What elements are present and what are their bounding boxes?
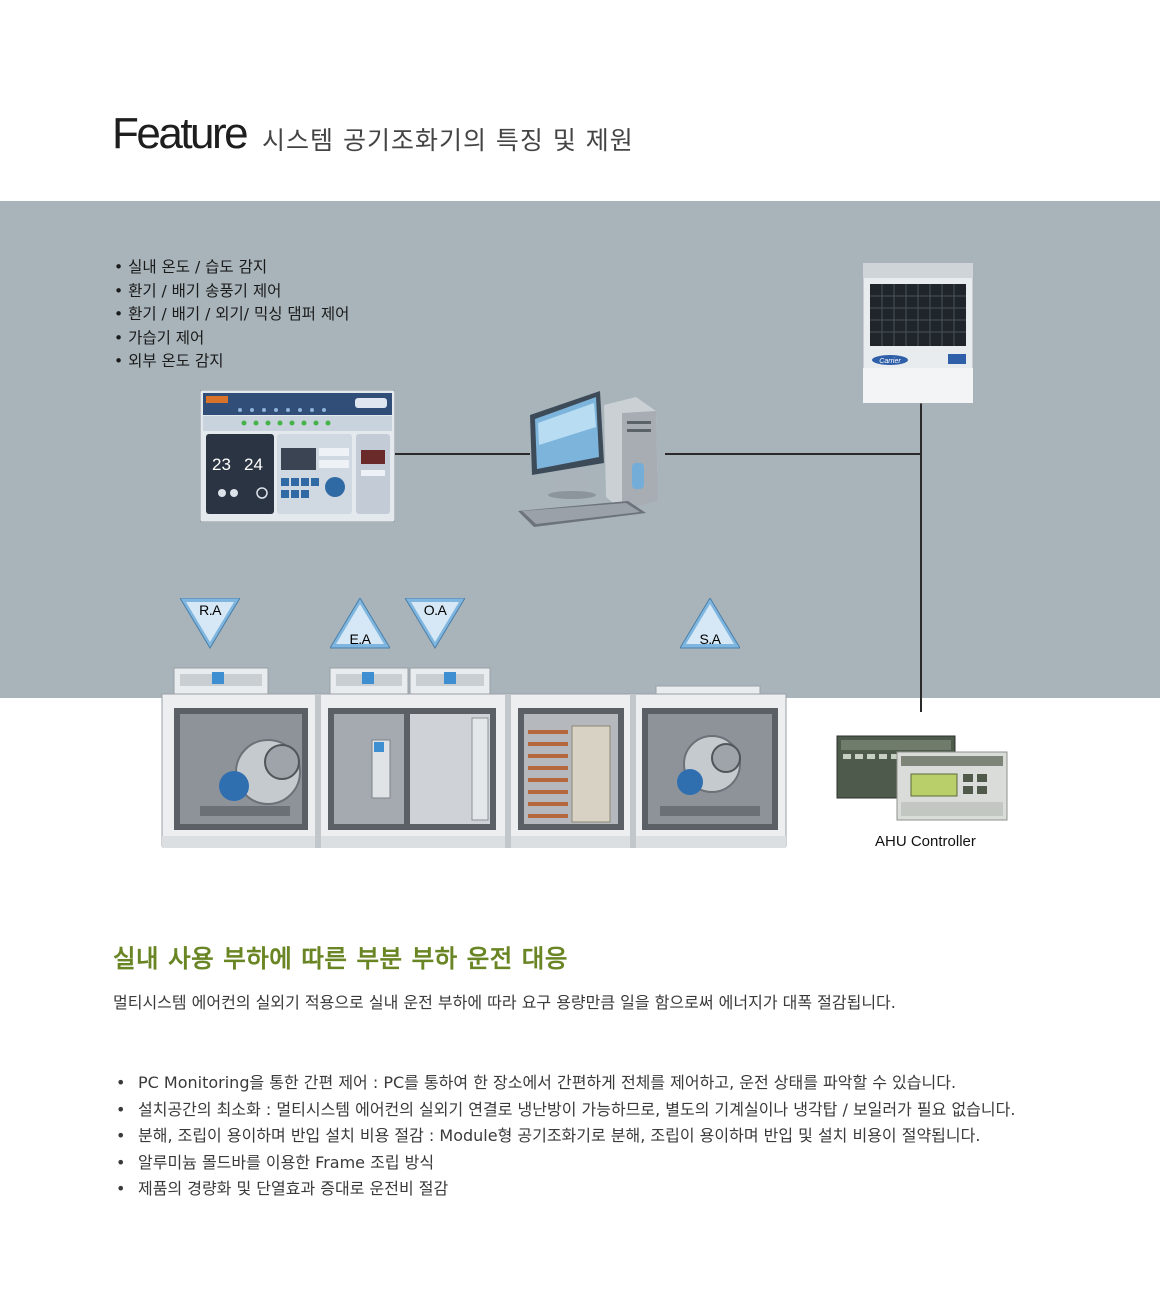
ahu-controller-label: AHU Controller [875,833,976,850]
section-heading: 실내 사용 부하에 따른 부분 부하 운전 대응 [113,944,568,973]
arrow-label-ea: E.A [349,631,371,647]
connector-line-panel-pc [390,453,530,455]
arrow-label-sa: S.A [699,631,721,647]
panel-readout-2: 24 [244,455,263,474]
panel-readout-1: 23 [212,455,231,474]
benefit-item: 분해, 조립이 용이하며 반입 설치 비용 절감 : Module형 공기조화기… [113,1123,1033,1150]
arrow-ea: E.A [330,598,390,649]
damper-ra [173,667,269,695]
outdoor-unit-brand: Carrier [879,358,901,365]
feature-item: 실내 온도 / 습도 감지 [114,256,349,280]
damper-oa [409,667,491,695]
monitoring-panel-image: 23 24 [200,390,395,522]
ahu-controller-image [836,735,1008,821]
benefit-list: PC Monitoring을 통한 간편 제어 : PC를 통하여 한 장소에서… [113,1070,1033,1203]
page-title: Feature [112,109,249,158]
arrow-label-oa: O.A [424,602,448,618]
benefit-item: 설치공간의 최소화 : 멀티시스템 에어컨의 실외기 연결로 냉난방이 가능하므… [113,1097,1033,1124]
arrow-label-ra: R.A [199,602,222,618]
connector-line-vertical [920,400,922,712]
damper-ea [329,667,409,695]
ahu-unit-image [161,667,787,848]
benefit-item: 제품의 경량화 및 단열효과 증대로 운전비 절감 [113,1176,1033,1203]
connector-line-pc-outdoor [665,453,921,455]
arrow-sa: S.A [680,598,740,649]
benefit-item: PC Monitoring을 통한 간편 제어 : PC를 통하여 한 장소에서… [113,1070,1033,1097]
pc-monitoring-image [518,391,658,527]
benefit-item: 알루미늄 몰드바를 이용한 Frame 조립 방식 [113,1150,1033,1177]
control-feature-list: 실내 온도 / 습도 감지 환기 / 배기 송풍기 제어 환기 / 배기 / 외… [114,256,349,374]
feature-item: 외부 온도 감지 [114,350,349,374]
arrow-oa: O.A [405,598,465,649]
section-description: 멀티시스템 에어컨의 실외기 적용으로 실내 운전 부하에 따라 요구 용량만큼… [113,993,896,1012]
outdoor-unit-image: Carrier [862,262,974,404]
feature-item: 가습기 제어 [114,327,349,351]
arrow-ra: R.A [180,598,240,649]
feature-item: 환기 / 배기 송풍기 제어 [114,280,349,304]
feature-item: 환기 / 배기 / 외기/ 믹싱 댐퍼 제어 [114,303,349,327]
page-subtitle: 시스템 공기조화기의 특징 및 제원 [262,126,634,155]
